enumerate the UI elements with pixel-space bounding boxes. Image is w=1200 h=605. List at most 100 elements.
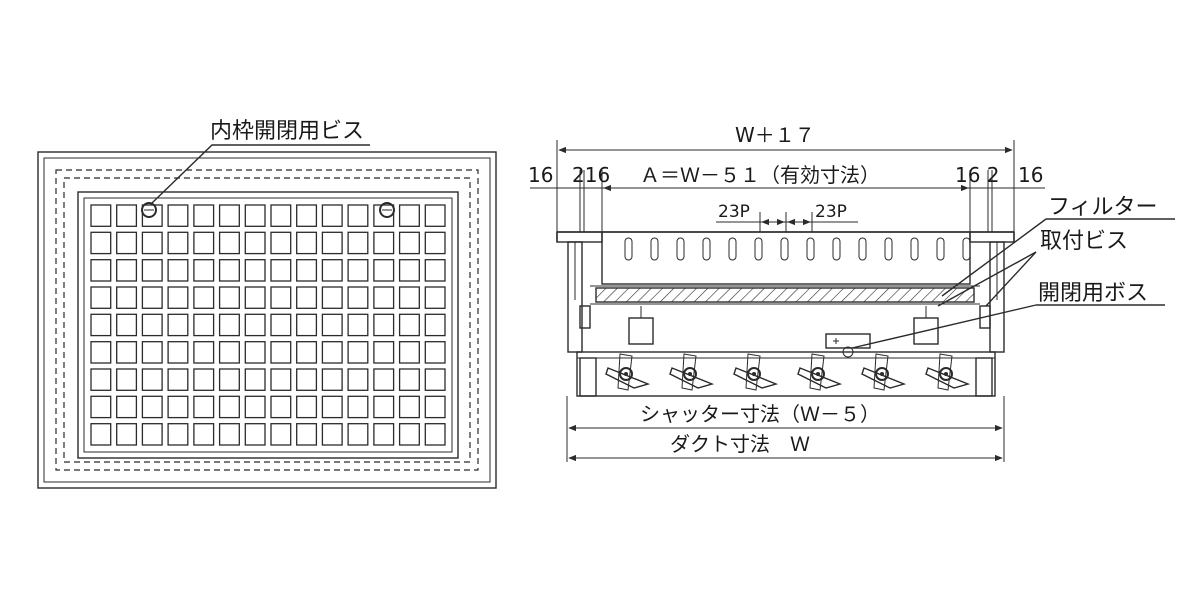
grille-cell <box>424 313 446 337</box>
grille-cell <box>90 313 112 337</box>
grille-cell <box>296 368 318 391</box>
right-outer-offset: 16 <box>1018 163 1043 187</box>
duct-dimension-label: ダクト寸法 Ｗ <box>670 432 810 456</box>
grille-cell <box>398 204 420 227</box>
grille-cell <box>167 423 189 446</box>
grille-cell <box>218 395 240 419</box>
face-plate-slot <box>884 237 893 261</box>
grille-cell <box>244 286 266 309</box>
grille-cell <box>141 368 163 391</box>
inner-frame-screw-label: 内枠開閉用ビス <box>210 119 364 144</box>
grille-cell <box>141 313 163 337</box>
face-plate-slot <box>624 237 633 261</box>
grille-cell <box>167 259 189 282</box>
grille-cell <box>424 423 446 446</box>
grille-cell <box>398 341 420 364</box>
grille-cell <box>347 231 369 255</box>
grille-cell <box>218 259 240 282</box>
left-inner-offset: 216 <box>572 163 610 187</box>
grille-cell <box>424 341 446 364</box>
grille-cell <box>321 204 343 227</box>
grille-cell <box>141 231 163 255</box>
filter-leader-line <box>941 218 1047 297</box>
face-plate-slot <box>806 237 815 261</box>
grille-cell <box>321 231 343 255</box>
grille-cell <box>90 231 112 255</box>
grille-cell <box>270 423 292 446</box>
hanger-block-left <box>628 317 654 345</box>
grille-cell <box>218 204 240 227</box>
front-view: 内枠開閉用ビス <box>37 119 497 489</box>
grille-cell <box>90 368 112 391</box>
grille-cell <box>270 368 292 391</box>
grille-cell <box>90 204 112 227</box>
grille-cell <box>424 395 446 419</box>
grille-cell <box>244 395 266 419</box>
grille-cell <box>218 341 240 364</box>
grille-cell <box>90 259 112 282</box>
grille-cell <box>321 395 343 419</box>
right-flange <box>969 231 1015 243</box>
grille-cell <box>270 341 292 364</box>
grille-cell <box>296 204 318 227</box>
inner-frame-screw-left <box>141 202 157 218</box>
mounting-screw-right <box>979 305 991 329</box>
grille-cell <box>90 423 112 446</box>
grille-cell <box>270 204 292 227</box>
grille-cell <box>398 423 420 446</box>
grille-cell <box>167 368 189 391</box>
grille-cell <box>296 259 318 282</box>
grille-cell <box>424 231 446 255</box>
grille-cell <box>193 286 215 309</box>
shutter-blades <box>605 353 971 391</box>
grille-cell <box>116 259 138 282</box>
filter-label: フィルター <box>1048 195 1158 220</box>
grille-cell <box>296 313 318 337</box>
grille-cell <box>373 313 395 337</box>
grille-cell <box>270 231 292 255</box>
grille-cell <box>193 395 215 419</box>
outer-frame-inner-edge <box>43 157 491 483</box>
grille-cell <box>373 341 395 364</box>
grille-cell <box>90 286 112 309</box>
grille-cell <box>167 395 189 419</box>
grille-cell <box>398 368 420 391</box>
left-flange <box>556 231 603 243</box>
grille-cell <box>373 368 395 391</box>
grille-cell <box>244 204 266 227</box>
grille-cell <box>218 286 240 309</box>
shutter-frame <box>576 351 996 397</box>
grille-cell <box>373 423 395 446</box>
grille-cell <box>244 313 266 337</box>
grille-cell <box>373 395 395 419</box>
opening-boss-leader <box>851 304 1037 349</box>
mounting-screw-label: 取付ビス <box>1040 229 1128 254</box>
grille-cell <box>90 395 112 419</box>
grille-cell <box>167 286 189 309</box>
inner-frame <box>77 191 459 459</box>
grille-cell <box>167 341 189 364</box>
grille-cell <box>116 286 138 309</box>
shutter-blade <box>669 353 715 391</box>
grille-cell <box>347 204 369 227</box>
shutter-blade <box>797 353 843 391</box>
grille-cell <box>116 313 138 337</box>
grille-cell <box>321 368 343 391</box>
grille-cell <box>347 368 369 391</box>
grille-cell <box>347 313 369 337</box>
grille-cell <box>193 259 215 282</box>
shutter-blade <box>733 353 779 391</box>
grille-cell <box>116 204 138 227</box>
grille-cell <box>321 286 343 309</box>
grille-cell <box>116 368 138 391</box>
grille-cell <box>424 286 446 309</box>
opening-boss-label: 開閉用ボス <box>1038 281 1148 306</box>
grille-cell <box>218 368 240 391</box>
grille-cell <box>398 286 420 309</box>
left-outer-offset: 16 <box>528 163 553 187</box>
face-plate-slot <box>910 237 919 261</box>
grille-cell <box>244 259 266 282</box>
mounting-screw-leader-2 <box>985 251 1037 307</box>
face-plate-slot <box>858 237 867 261</box>
